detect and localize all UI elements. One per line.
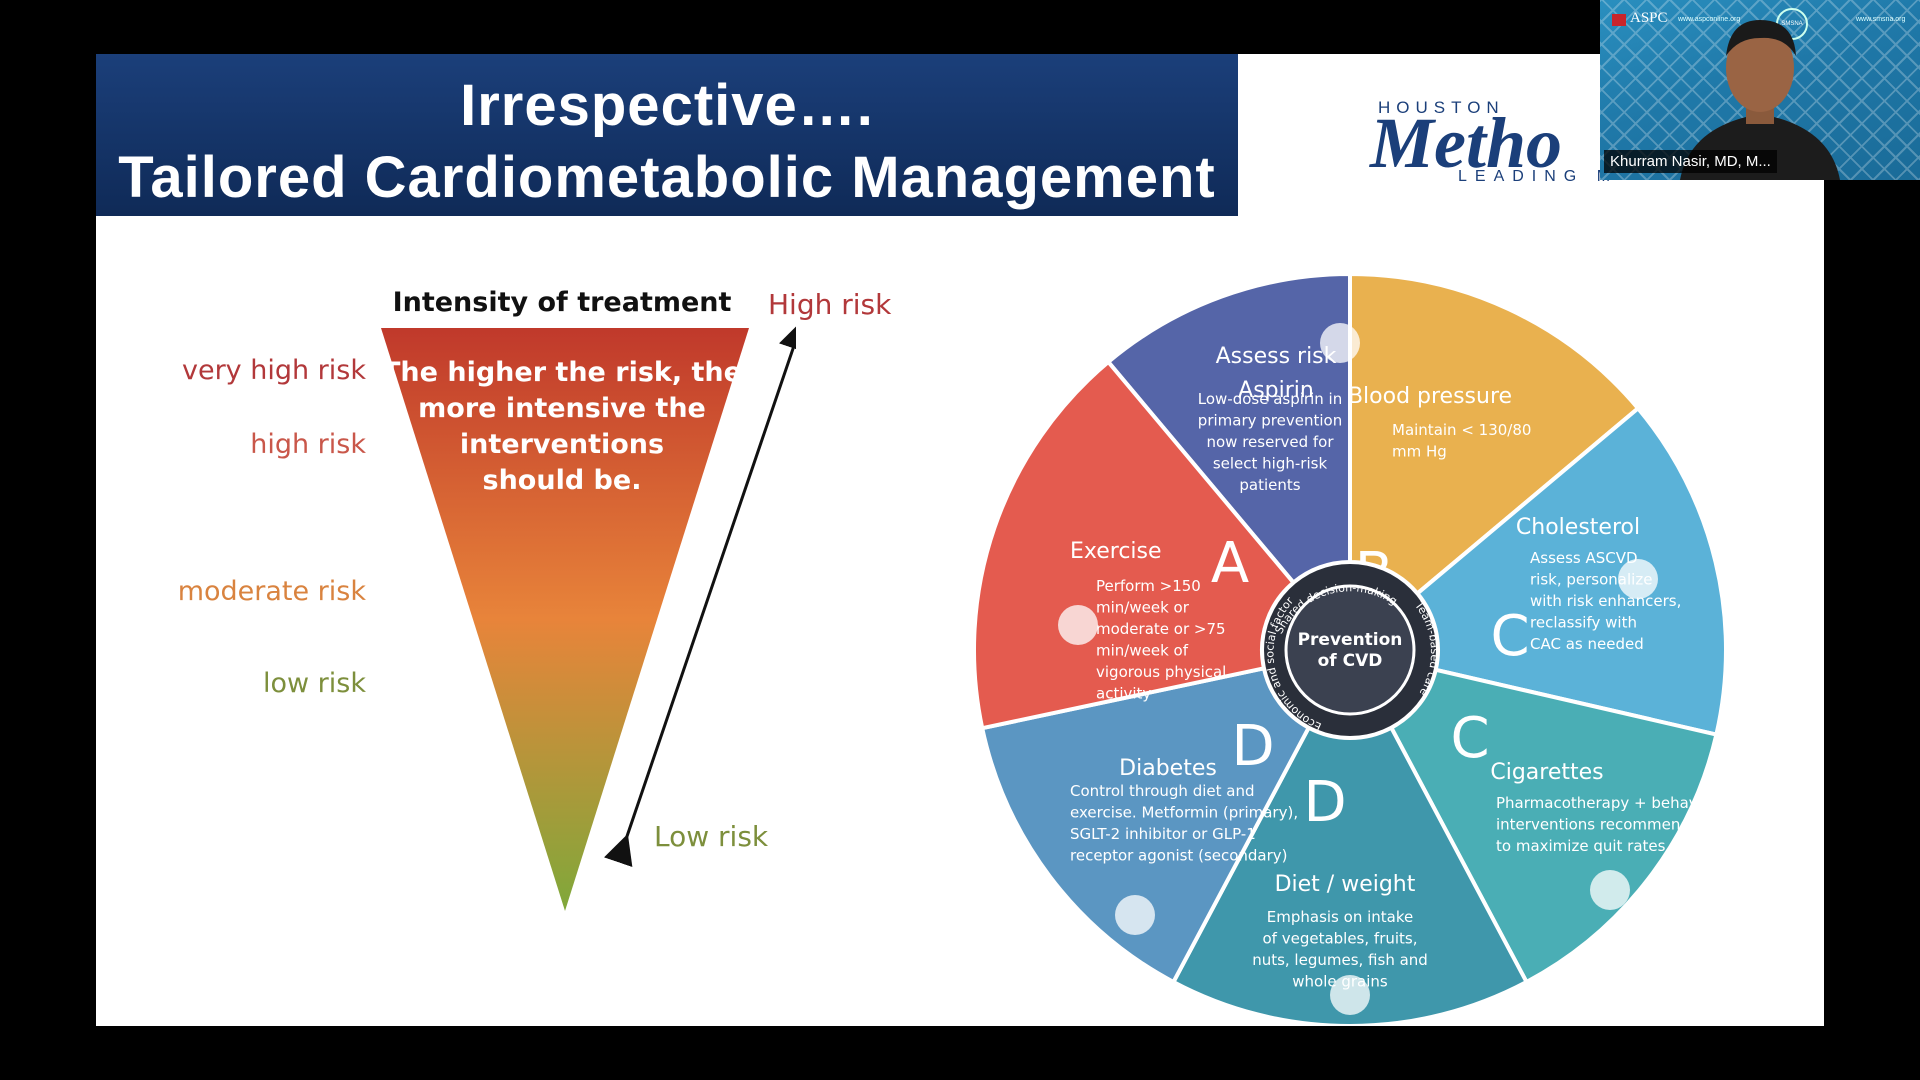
slide-title-line2: Tailored Cardiometabolic Management <box>96 144 1238 211</box>
pills-icon <box>1080 325 1120 365</box>
segment-body-line: of vegetables, fruits, <box>1262 930 1417 948</box>
triangle-body-line1: The higher the risk, the <box>382 357 742 388</box>
segment-body-line: Emphasis on intake <box>1267 908 1413 926</box>
logo-bottom-text: LEADING M <box>1458 168 1618 186</box>
segment-body-line: exercise. Metformin (primary), <box>1070 804 1298 822</box>
segment-body-line: reclassify with <box>1530 614 1637 632</box>
glucometer-icon <box>1115 895 1155 935</box>
segment-title: Diet / weight <box>1275 872 1416 897</box>
segment-body-line: patients <box>1239 476 1300 494</box>
smsna-url: www.smsna.org <box>1856 16 1905 23</box>
center-text-line2: of CVD <box>1318 651 1383 671</box>
segment-letter: C <box>1490 604 1529 669</box>
segment-letter: D <box>1231 714 1274 779</box>
webcam-video-tile[interactable]: ASPC www.aspconline.org SMSNA www.smsna.… <box>1600 0 1920 180</box>
segment-body-line: to maximize quit rates <box>1496 837 1666 855</box>
segment-body-line: SGLT-2 inhibitor or GLP-1 <box>1070 825 1256 843</box>
segment-title: Cholesterol <box>1516 515 1640 540</box>
segment-body-line: min/week of <box>1096 642 1189 660</box>
segment-body-line: mm Hg <box>1392 443 1447 461</box>
risk-label-high: high risk <box>136 429 366 460</box>
segment-body-line: with risk enhancers, <box>1530 592 1681 610</box>
segment-title: Cigarettes <box>1490 760 1603 785</box>
segment-body-line: nuts, legumes, fish and <box>1252 951 1428 969</box>
segment-body-line: CAC as needed <box>1530 635 1644 653</box>
slide-title-line1: Irrespective…. <box>96 72 1238 139</box>
artery-icon <box>1618 559 1658 599</box>
segment-letter: D <box>1303 770 1346 835</box>
segment-title: Assess risk <box>1216 344 1337 369</box>
segment-body-line: receptor agonist (secondary) <box>1070 847 1288 865</box>
center-text-line1: Prevention <box>1298 630 1403 650</box>
segment-body-line: Perform >150 <box>1096 577 1201 595</box>
apple-icon <box>1330 975 1370 1015</box>
aspc-logo-icon <box>1612 14 1626 26</box>
segment-letter: A <box>1211 531 1249 596</box>
presentation-slide: Irrespective…. Tailored Cardiometabolic … <box>96 54 1824 1026</box>
participant-name-tag: Khurram Nasir, MD, M... <box>1604 150 1777 173</box>
segment-body-line: primary prevention <box>1198 412 1342 430</box>
segment-body-line: activity <box>1096 685 1151 703</box>
shoe-icon <box>1058 605 1098 645</box>
segment-body-line: select high-risk <box>1213 455 1328 473</box>
segment-body-line: moderate or >75 <box>1096 620 1226 638</box>
triangle-body-line4: should be. <box>483 465 642 496</box>
segment-title: Diabetes <box>1119 756 1217 781</box>
segment-body-line: now reserved for <box>1206 433 1334 451</box>
segment-body-line: Pharmacotherapy + behavior <box>1496 794 1718 812</box>
risk-label-moderate: moderate risk <box>136 576 366 607</box>
title-banner: Irrespective…. Tailored Cardiometabolic … <box>96 54 1238 216</box>
triangle-body-line2: more intensive the <box>418 393 706 424</box>
segment-body-line: vigorous physical <box>1096 663 1226 681</box>
segment-body-line: Control through diet and <box>1070 782 1254 800</box>
risk-label-very-high: very high risk <box>136 355 366 386</box>
blood-pressure-cuff-icon <box>1320 323 1360 363</box>
segment-body-line: interventions recommended <box>1496 816 1709 834</box>
risk-label-low: low risk <box>136 668 366 699</box>
segment-title: Blood pressure <box>1348 384 1512 409</box>
triangle-heading: Intensity of treatment <box>393 287 732 318</box>
arrow-label-low-risk: Low risk <box>654 820 768 853</box>
intensity-triangle-diagram: Intensity of treatment The higher the ri… <box>96 216 796 916</box>
arrow-label-high-risk: High risk <box>768 288 891 321</box>
segment-body-line: Maintain < 130/80 <box>1392 421 1531 439</box>
segment-body-line: Assess ASCVD <box>1530 549 1638 567</box>
triangle-body-line3: interventions <box>460 429 664 460</box>
segment-body-line: min/week or <box>1096 599 1190 617</box>
segment-title: Exercise <box>1070 539 1162 564</box>
segment-letter: C <box>1450 706 1489 771</box>
cigarette-icon <box>1590 870 1630 910</box>
segment-body-line: Low-dose aspirin in <box>1198 390 1342 408</box>
